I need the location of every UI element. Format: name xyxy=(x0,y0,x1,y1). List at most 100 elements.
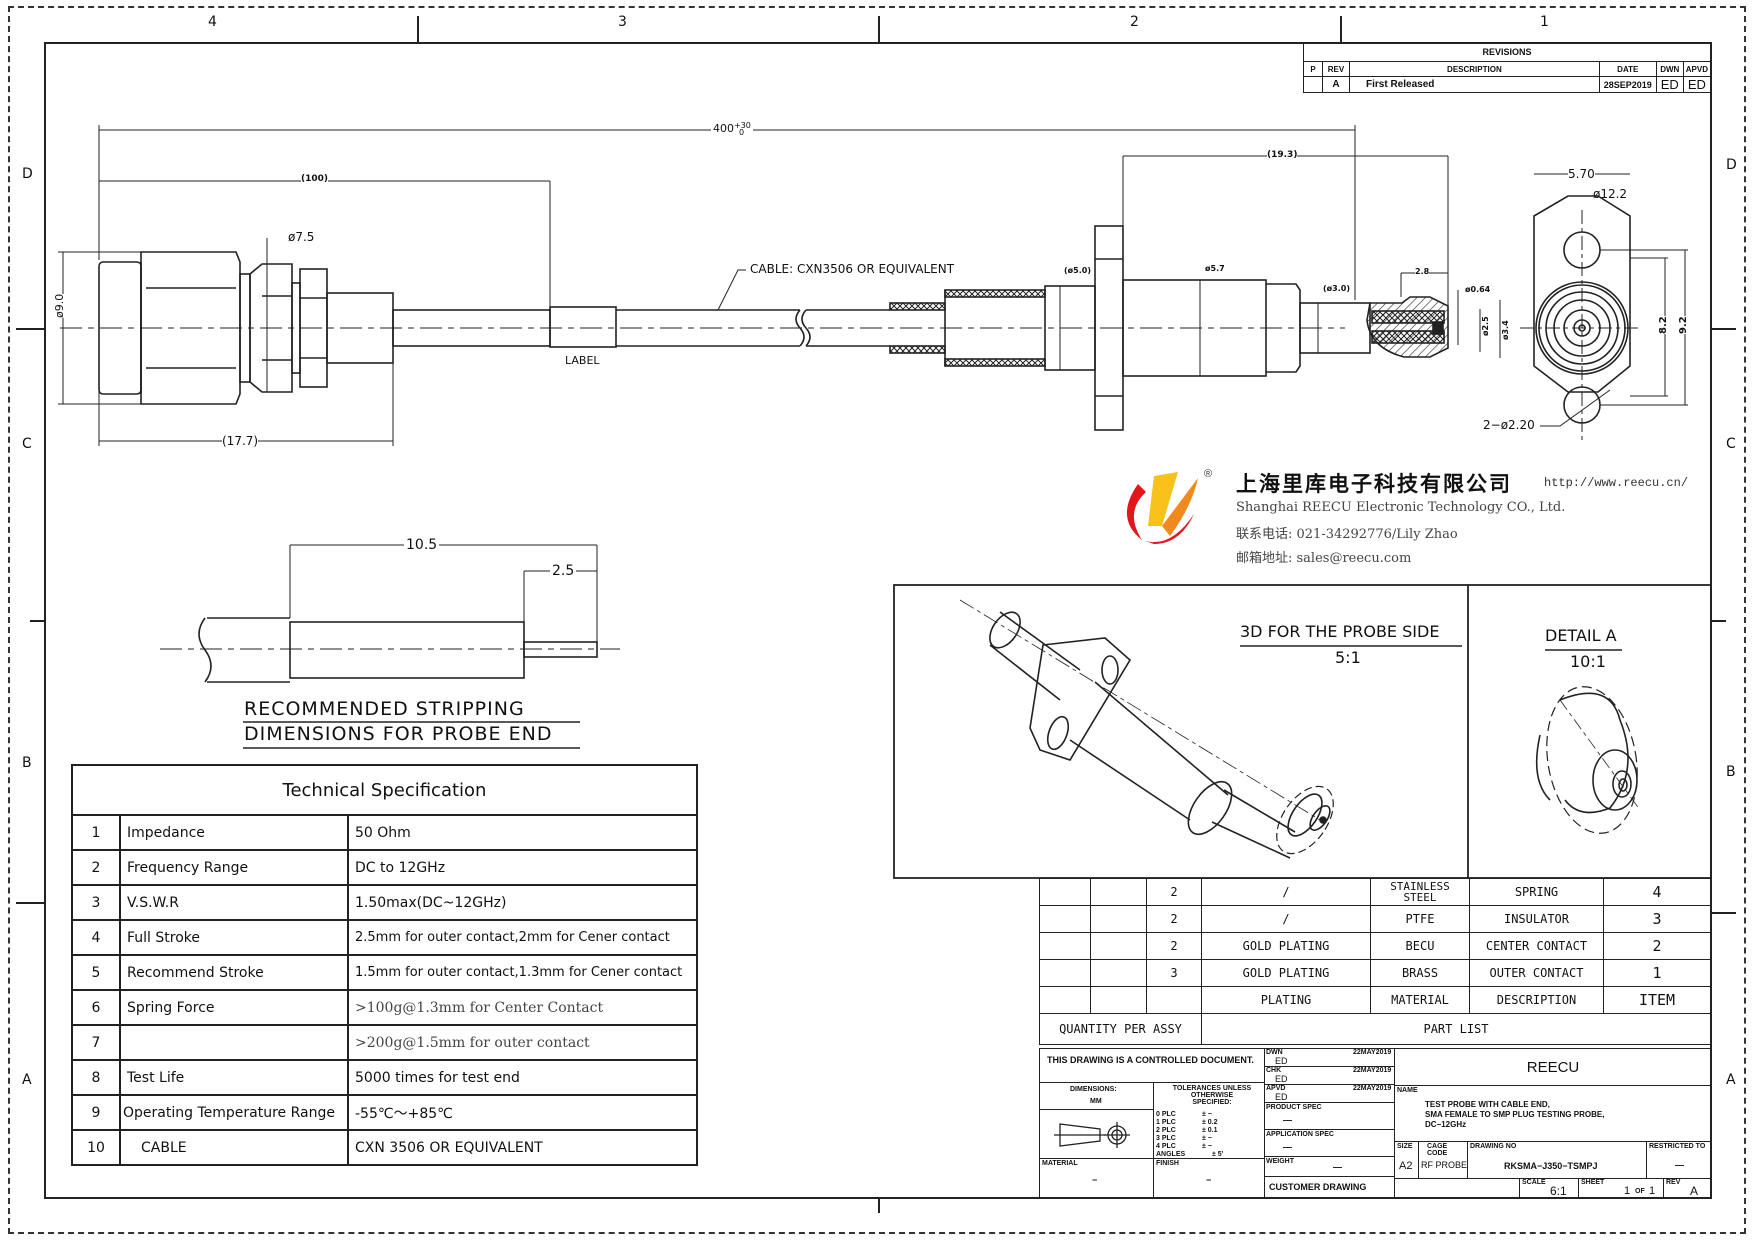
spec-value: 5000 times for test end xyxy=(347,1059,698,1096)
spec-key: Operating Temperature Range xyxy=(119,1094,349,1131)
row-number: 6 xyxy=(71,989,121,1026)
drawing-name: TEST PROBE WITH CABLE END, SMA FEMALE TO… xyxy=(1425,1100,1604,1130)
outer-sheet-border xyxy=(8,6,1746,1234)
spec-value: CXN 3506 OR EQUIVALENT xyxy=(347,1129,698,1166)
weight-cell: WEIGHT — xyxy=(1264,1156,1395,1177)
dia-5-0: (ø5.0) xyxy=(1064,266,1091,275)
dim-2-5: 2.5 xyxy=(550,563,577,579)
finish-value: − xyxy=(1206,1175,1212,1185)
tol-plc: 1 PLC xyxy=(1156,1119,1176,1126)
part-plating: GOLD PLATING xyxy=(1201,959,1371,987)
company-url[interactable]: http://www.reecu.cn/ xyxy=(1544,476,1689,490)
detail-a-scale: 10:1 xyxy=(1570,652,1606,671)
dwn-date: 22MAY2019 xyxy=(1353,1049,1392,1056)
drawing-no-cell: DRAWING NO RKSMA−J350−TSMPJ xyxy=(1467,1141,1647,1179)
drawing-name-cell: NAME TEST PROBE WITH CABLE END, SMA FEMA… xyxy=(1394,1085,1712,1142)
sheet-total: 1 xyxy=(1649,1185,1656,1197)
spec-key xyxy=(119,1024,349,1061)
part-item: 3 xyxy=(1603,905,1711,933)
part-plating: GOLD PLATING xyxy=(1201,932,1371,960)
header-plating: PLATING xyxy=(1201,986,1371,1014)
zone-divider xyxy=(16,328,44,330)
first-angle-projection-icon xyxy=(1054,1122,1130,1148)
tol-plus: +30 xyxy=(734,121,751,130)
zone-label-3: 3 xyxy=(618,14,627,30)
dia-3-0: (ø3.0) xyxy=(1323,284,1350,293)
zone-divider xyxy=(878,16,880,42)
rev-letter: A xyxy=(1322,76,1350,93)
dwn-label: DWN xyxy=(1266,1049,1283,1056)
part-list-title: PART LIST xyxy=(1201,1013,1711,1045)
spec-value: -55℃～+85℃ xyxy=(347,1094,698,1131)
qty-per-assy-label: QUANTITY PER ASSY xyxy=(1039,1013,1202,1045)
part-description: CENTER CONTACT xyxy=(1469,932,1604,960)
company-name-en: Shanghai REECU Electronic Technology CO.… xyxy=(1236,500,1566,515)
revision-row: A First Released 28SEP2019 ED ED xyxy=(1303,76,1712,93)
dia-5-7: ø5.7 xyxy=(1205,264,1225,273)
dia-7-5: ø7.5 xyxy=(288,230,315,244)
dim-8-2: 8.2 xyxy=(1658,316,1669,334)
row-number: 7 xyxy=(71,1024,121,1061)
tol-plc: 3 PLC xyxy=(1156,1135,1176,1142)
part-material: BRASS xyxy=(1370,959,1470,987)
sheet-number: 1 xyxy=(1624,1185,1631,1197)
label-callout: LABEL xyxy=(565,354,600,367)
rev-apvd: ED xyxy=(1682,76,1712,93)
tol-plc: 2 PLC xyxy=(1156,1127,1176,1134)
apvd-name: ED xyxy=(1275,1092,1288,1102)
row-number: 2 xyxy=(71,849,121,886)
dimensions-unit: MM xyxy=(1090,1098,1102,1105)
row-number: 1 xyxy=(71,814,121,851)
spec-key: Impedance xyxy=(119,814,349,851)
product-spec-label: PRODUCT SPEC xyxy=(1266,1104,1322,1111)
part-material: STAINLESS STEEL xyxy=(1370,878,1470,906)
chk-cell: CHK 22MAY2019 ED xyxy=(1264,1066,1395,1085)
restricted-label: RESTRICTED TO xyxy=(1649,1143,1706,1150)
projection-symbol-cell xyxy=(1039,1109,1154,1159)
company-email[interactable]: 邮箱地址: sales@reecu.com xyxy=(1236,551,1412,566)
dim-100: (100) xyxy=(301,174,329,184)
tol-plc: 0 PLC xyxy=(1156,1111,1176,1118)
apvd-label: APVD xyxy=(1266,1085,1286,1092)
size-value: A2 xyxy=(1399,1160,1413,1172)
dim-value: 400 xyxy=(713,122,734,135)
tol-val: ± 0.2 xyxy=(1202,1119,1218,1126)
dia-0-64: ø0.64 xyxy=(1465,285,1491,294)
tol-val: ± − xyxy=(1202,1135,1212,1142)
row-number: 9 xyxy=(71,1094,121,1131)
dim-5-70: 5.70 xyxy=(1568,167,1595,181)
tol-minus: 0 xyxy=(739,128,745,137)
blank-cell xyxy=(1394,1178,1520,1199)
zone-label-4: 4 xyxy=(208,14,217,30)
probe-3d-scale: 5:1 xyxy=(1335,648,1361,667)
apvd-cell: APVD 22MAY2019 ED xyxy=(1264,1084,1395,1103)
part-qty: 2 xyxy=(1146,932,1202,960)
dim-2-8: 2.8 xyxy=(1415,267,1430,276)
spec-key: V.S.W.R xyxy=(119,884,349,921)
cage-code-value: RF PROBE xyxy=(1421,1160,1468,1170)
spec-value: DC to 12GHz xyxy=(347,849,698,886)
spec-value: 2.5mm for outer contact,2mm for Cener co… xyxy=(347,919,698,956)
rev-value: A xyxy=(1690,1184,1699,1198)
weight-value: — xyxy=(1333,1162,1342,1172)
size-cell: SIZE A2 xyxy=(1394,1141,1419,1179)
zone-label-2: 2 xyxy=(1130,14,1139,30)
company-cell: REECU xyxy=(1394,1048,1712,1086)
zone-divider xyxy=(1340,16,1342,42)
part-qty: 3 xyxy=(1146,959,1202,987)
part-item: 2 xyxy=(1603,932,1711,960)
stripping-title-line2: DIMENSIONS FOR PROBE END xyxy=(244,723,553,745)
drawing-name-line: TEST PROBE WITH CABLE END, xyxy=(1425,1100,1550,1109)
name-label: NAME xyxy=(1397,1087,1418,1094)
tol-val: ± − xyxy=(1202,1143,1212,1150)
dim-9-2: 9.2 xyxy=(1678,316,1689,334)
application-spec-value: — xyxy=(1283,1142,1292,1152)
